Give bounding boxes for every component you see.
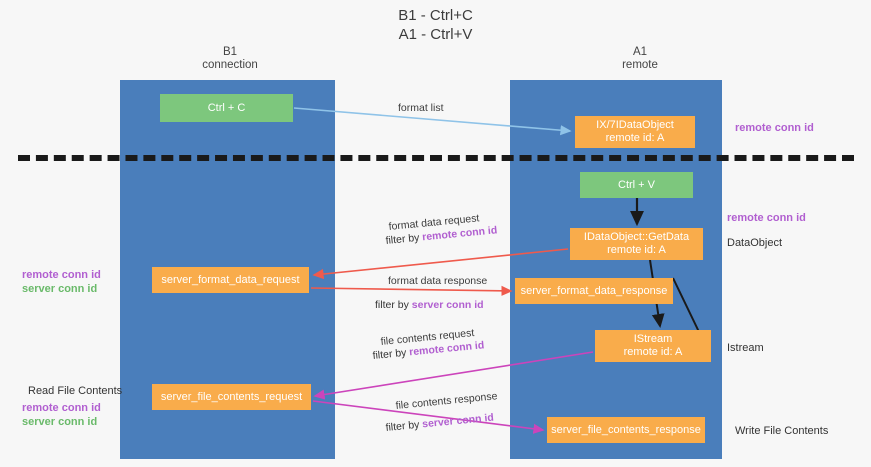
node-istream[interactable]: IStream remote id: A [595, 330, 711, 362]
node-server-format-data-response[interactable]: server_format_data_response [515, 278, 673, 304]
filter-by-text-3: filter by [372, 346, 410, 362]
column-header-a1: A1 remote [560, 46, 720, 72]
filter-by-text-2: filter by [375, 299, 412, 311]
side-label-data-object: DataObject [727, 237, 783, 249]
diagram-title: B1 - Ctrl+C A1 - Ctrl+V [0, 6, 871, 44]
node-server-file-contents-request-label: server_file_contents_request [160, 390, 303, 403]
column-header-b1-name: B1 [222, 46, 238, 58]
title-line-2: A1 - Ctrl+V [398, 26, 473, 43]
side-label-remote-conn-id-top: remote conn id [735, 122, 814, 134]
node-istream-line2: remote id: A [623, 346, 683, 358]
edge-filter-file-contents-response: filter by server conn id [385, 411, 494, 435]
side-label-group-bottom: remote conn id server conn id [22, 401, 101, 429]
node-server-file-contents-request[interactable]: server_file_contents_request [152, 384, 311, 410]
node-server-format-data-request-label: server_format_data_request [161, 273, 300, 286]
side-label-left-server-conn-id-2: server conn id [22, 416, 98, 428]
column-header-b1: B1 connection [150, 46, 310, 72]
server-conn-id-text-1: server conn id [411, 299, 484, 311]
side-label-read-file-contents: Read File Contents [28, 385, 123, 397]
node-idataobject[interactable]: IX/7IDataObject remote id: A [575, 116, 695, 148]
node-ctrl-c-label: Ctrl + C [207, 101, 246, 114]
node-ctrl-v[interactable]: Ctrl + V [580, 172, 693, 198]
edge-label-format-data-response-text: format data response [388, 275, 488, 287]
side-label-remote-conn-id-mid: remote conn id [727, 212, 806, 224]
node-server-format-data-response-label: server_format_data_response [520, 284, 668, 297]
node-server-file-contents-response-label: server_file_contents_response [551, 423, 701, 436]
edge-label-format-list: format list [398, 101, 444, 115]
side-label-write-file-contents: Write File Contents [735, 425, 829, 437]
side-label-left-remote-conn-id-2: remote conn id [22, 402, 101, 414]
node-istream-line1: IStream [633, 333, 673, 345]
edge-label-format-data-response: format data response [388, 274, 487, 288]
column-header-a1-name: A1 [632, 46, 648, 58]
node-idataobject-line2: remote id: A [605, 132, 665, 144]
edge-filter-format-data-response: filter by server conn id [375, 298, 484, 312]
side-label-istream: Istream [727, 342, 764, 354]
server-conn-id-text-2: server conn id [421, 411, 495, 431]
edge-label-format-list-text: format list [398, 102, 444, 114]
node-server-file-contents-response[interactable]: server_file_contents_response [547, 417, 705, 443]
filter-by-text-4: filter by [385, 418, 423, 434]
column-header-a1-sub: remote [622, 59, 658, 71]
node-getdata[interactable]: IDataObject::GetData remote id: A [570, 228, 703, 260]
filter-by-text-1: filter by [385, 231, 423, 247]
phase-divider [18, 155, 854, 161]
node-ctrl-c[interactable]: Ctrl + C [160, 94, 293, 122]
edge-label-file-contents-response: file contents response [395, 389, 498, 413]
column-header-b1-sub: connection [202, 59, 258, 71]
node-getdata-line1: IDataObject::GetData [583, 231, 690, 243]
title-line-1: B1 - Ctrl+C [398, 7, 473, 24]
side-label-group-mid: remote conn id server conn id [22, 268, 101, 296]
node-server-format-data-request[interactable]: server_format_data_request [152, 267, 309, 293]
node-idataobject-line1: IX/7IDataObject [596, 119, 674, 131]
side-label-left-remote-conn-id-1: remote conn id [22, 269, 101, 281]
edge-label-file-contents-response-text: file contents response [395, 390, 498, 412]
node-getdata-line2: remote id: A [607, 244, 666, 256]
side-label-left-server-conn-id-1: server conn id [22, 283, 98, 295]
node-ctrl-v-label: Ctrl + V [618, 178, 655, 191]
